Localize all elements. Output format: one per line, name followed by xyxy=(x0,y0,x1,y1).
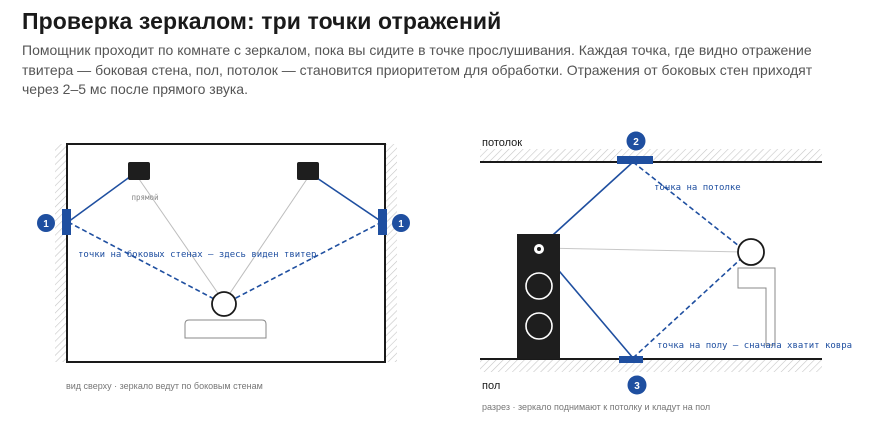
page-title: Проверка зеркалом: три точки отражений xyxy=(22,8,502,34)
reflection-right-path xyxy=(231,221,383,301)
room-outline xyxy=(66,143,386,363)
top-view: прямой 1 1 точки на боковых стенах — зде… xyxy=(37,143,410,391)
badge-ceiling: 2 xyxy=(626,131,646,151)
listener-head-icon xyxy=(211,291,237,317)
floor-point-label: точка на полу — сначала хватит ковра xyxy=(657,341,852,351)
intro-text: Помощник проходит по комнате с зеркалом,… xyxy=(22,42,813,97)
svg-text:3: 3 xyxy=(634,381,640,392)
side-listener-head-icon xyxy=(737,238,765,266)
top-view-caption: вид сверху · зеркало ведут по боковым ст… xyxy=(66,381,263,391)
ceiling-label: потолок xyxy=(482,137,522,149)
speaker-left-icon xyxy=(128,162,150,180)
reflection-left-incident xyxy=(67,175,132,223)
right-wall-hatch xyxy=(385,144,397,362)
floor-label: пол xyxy=(482,380,500,392)
floor-reflected-line xyxy=(632,255,745,359)
speaker-tower-icon xyxy=(517,234,560,359)
speaker-right-icon xyxy=(297,162,319,180)
badge-left: 1 xyxy=(37,214,55,232)
ceiling-point-label: точка на потолке xyxy=(654,183,741,193)
left-wall-hatch xyxy=(55,144,67,362)
svg-text:1: 1 xyxy=(43,219,49,230)
floor-hatch xyxy=(480,360,822,372)
ceiling-mirror-icon xyxy=(617,156,653,164)
reflection-right-incident xyxy=(313,175,383,223)
badge-right: 1 xyxy=(392,214,410,232)
mirror-right-icon xyxy=(378,209,387,235)
direct-line-right xyxy=(223,178,308,303)
direct-line-left xyxy=(138,178,225,303)
side-walls-label: точки на боковых стенах — здесь виден тв… xyxy=(78,249,316,260)
svg-text:2: 2 xyxy=(633,137,639,148)
badge-floor: 3 xyxy=(627,375,647,395)
listener-sofa-icon xyxy=(184,319,267,339)
side-view-caption: разрез · зеркало поднимают к потолку и к… xyxy=(482,402,710,412)
side-listener-chair-icon xyxy=(737,267,776,346)
floor-mirror-icon xyxy=(619,356,643,363)
ceiling-reflected-line xyxy=(632,161,745,251)
side-view: потолок пол 2 xyxy=(480,131,852,412)
direct-label: прямой xyxy=(131,193,158,202)
reflection-left-path xyxy=(67,221,217,301)
svg-text:1: 1 xyxy=(398,219,404,230)
ceiling-incident-line xyxy=(542,161,634,245)
ceiling-hatch xyxy=(480,149,822,161)
side-direct-line xyxy=(540,247,745,253)
mirror-left-icon xyxy=(62,209,71,235)
